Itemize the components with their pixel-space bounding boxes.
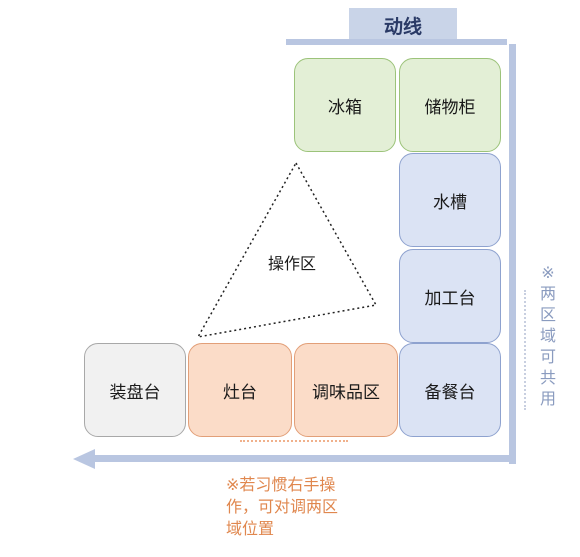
flow-line-right: [509, 44, 516, 464]
shared-bracket: [524, 290, 526, 410]
swap-bracket: [240, 440, 348, 442]
zone-sink-label: 水槽: [433, 192, 467, 213]
zone-serving-prep-label: 备餐台: [424, 382, 476, 403]
zone-plating: 装盘台: [84, 343, 186, 437]
right-handed-note: ※若习惯右手操 作，可对调两区 域位置: [226, 475, 339, 538]
zone-fridge: 冰箱: [294, 58, 396, 152]
zone-serving-prep: 备餐台: [399, 343, 501, 437]
zone-stove-label: 灶台: [223, 382, 257, 403]
zone-storage-label: 储物柜: [424, 97, 476, 118]
shared-zone-note: ※ 两 区 域 可 共 用: [539, 263, 556, 408]
zone-fridge-label: 冰箱: [328, 97, 362, 118]
zone-storage: 储物柜: [399, 58, 501, 152]
flow-line-title: 动线: [349, 8, 457, 42]
work-triangle: [196, 161, 378, 339]
zone-seasoning-label: 调味品区: [312, 382, 380, 403]
flow-arrow-head-icon: [73, 449, 95, 469]
flow-line-top: [286, 39, 507, 45]
zone-prep-label: 加工台: [424, 288, 476, 309]
zone-plating-label: 装盘台: [109, 382, 161, 403]
zone-prep: 加工台: [399, 249, 501, 343]
work-triangle-label: 操作区: [267, 254, 316, 273]
zone-stove: 灶台: [188, 343, 292, 437]
zone-sink: 水槽: [399, 153, 501, 247]
flow-line-bottom: [92, 455, 516, 462]
zone-seasoning: 调味品区: [294, 343, 398, 437]
